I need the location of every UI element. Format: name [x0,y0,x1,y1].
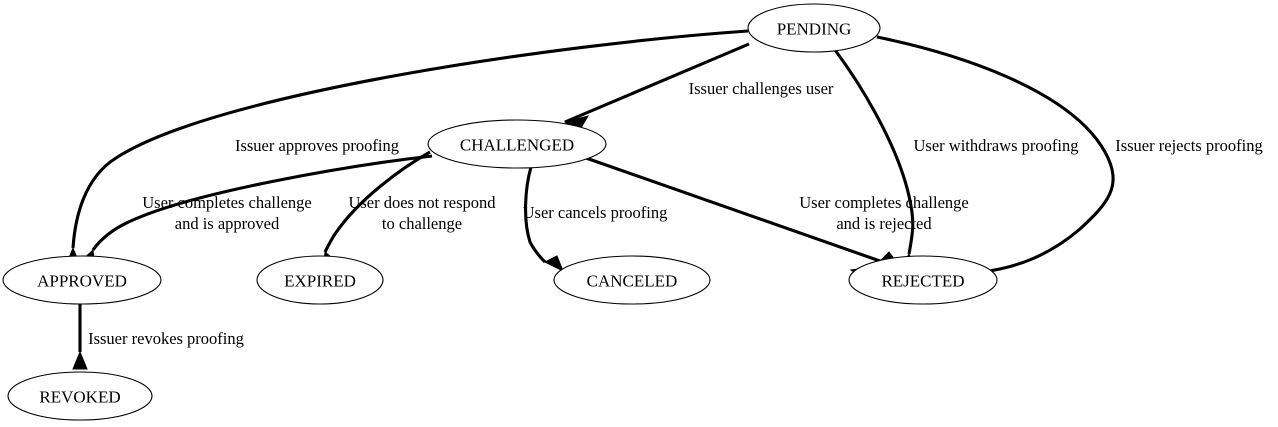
node-shape[interactable] [7,371,153,421]
node-shape[interactable] [427,119,607,169]
node-canceled[interactable]: CANCELED [553,255,711,305]
edge-label-pending-rejected: Issuer rejects proofing [1115,136,1263,155]
edge-pending-rejected [849,35,1115,282]
node-pending[interactable]: PENDING [747,3,881,53]
edge-label-line: and is approved [175,214,280,233]
edge-label-pending-canceled: User withdraws proofing [914,136,1079,155]
node-label: REVOKED [39,388,120,407]
edge-label-line: Issuer rejects proofing [1115,136,1263,155]
edge-label-pending-approved: Issuer approves proofing [235,136,399,155]
node-label: PENDING [777,20,852,39]
edge-line [876,35,1115,274]
edge-label-challenged-rejected: User completes challenge and is rejected [799,193,969,233]
edge-label-line: Issuer challenges user [689,79,834,98]
node-revoked[interactable]: REVOKED [7,371,153,421]
node-label: CANCELED [587,272,678,291]
edge-label-pending-challenged: Issuer challenges user [689,79,834,98]
edge-line [585,156,881,263]
edge-label-line: to challenge [382,214,462,233]
edge-approved-revoked [72,304,88,370]
node-label: CHALLENGED [460,136,574,155]
edge-label-line: User cancels proofing [523,203,668,222]
edge-line [71,29,749,249]
node-shape[interactable] [747,3,881,53]
arrowhead-icon [543,255,564,273]
nodes-layer: PENDING CHALLENGED APPROVED EXPIRED CANCELED… [2,3,998,421]
node-challenged[interactable]: CHALLENGED [427,119,607,169]
node-approved[interactable]: APPROVED [2,255,162,305]
node-label: APPROVED [37,272,127,291]
edge-label-line: User completes challenge [799,193,969,212]
edge-label-line: Issuer approves proofing [235,136,399,155]
node-shape[interactable] [2,255,162,305]
node-shape[interactable] [256,255,384,305]
node-label: EXPIRED [284,272,356,291]
node-rejected[interactable]: REJECTED [848,255,998,305]
node-shape[interactable] [553,255,711,305]
edge-label-line: and is rejected [836,214,932,233]
edge-line [323,150,431,253]
node-label: REJECTED [881,272,964,291]
edge-line [91,154,433,251]
arrowhead-icon [72,350,88,370]
node-expired[interactable]: EXPIRED [256,255,384,305]
edge-label-approved-revoked: Issuer revokes proofing [88,329,244,348]
edge-label-challenged-approved: User completes challenge and is approved [142,193,312,233]
edge-label-line: Issuer revokes proofing [88,329,244,348]
edge-line [833,49,915,255]
edge-line [564,42,750,124]
edge-challenged-canceled [524,166,564,273]
edge-label-challenged-canceled: User cancels proofing [523,203,668,222]
edge-line [524,166,547,264]
node-shape[interactable] [848,255,998,305]
edge-label-line: User withdraws proofing [914,136,1079,155]
edge-pending-canceled [833,49,917,273]
edge-label-line: User completes challenge [142,193,312,212]
edge-label-challenged-expired: User does not respond to challenge [348,193,496,233]
edge-label-line: User does not respond [348,193,496,212]
